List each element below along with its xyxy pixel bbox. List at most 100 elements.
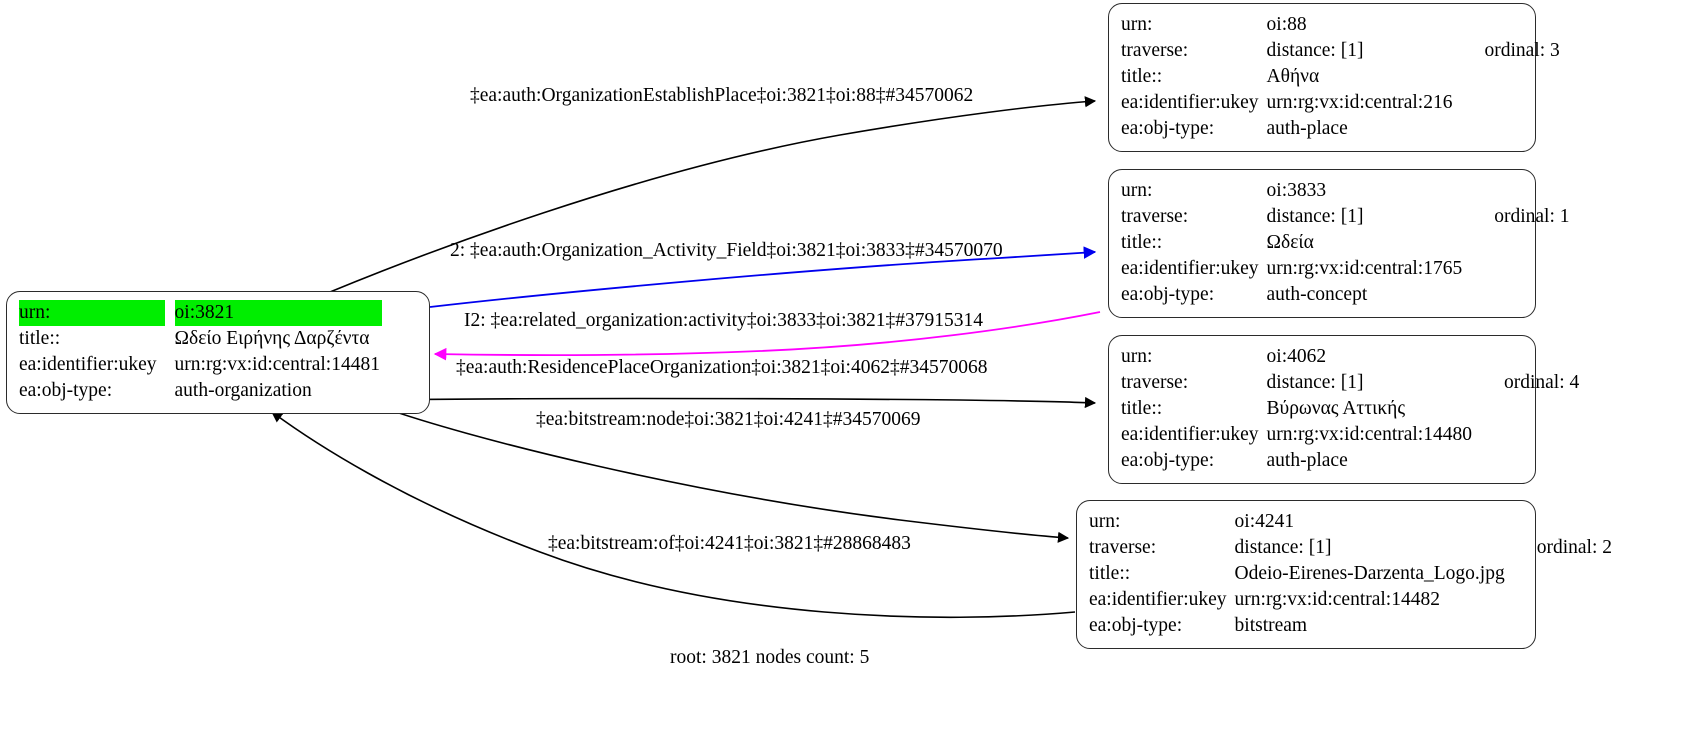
node-row: traverse: distance: [1] ordinal: 3: [1121, 38, 1560, 64]
node-oi-3833[interactable]: urn: oi:3833 traverse: distance: [1] ord…: [1108, 169, 1570, 318]
node-val-traverse: distance: [1]: [1266, 206, 1364, 227]
node-key-title: title::: [1089, 563, 1131, 584]
node-extra-objtype: [1474, 448, 1579, 474]
node-val-objtype: bitstream: [1234, 615, 1308, 636]
node-row: urn: oi:4062: [1121, 344, 1579, 370]
root-node-val-objtype: auth-organization: [174, 380, 312, 401]
node-row: ea:identifier:ukey urn:rg:vx:id:central:…: [1121, 422, 1579, 448]
node-row: urn: oi:88: [1121, 12, 1560, 38]
node-val-urn: oi:4062: [1266, 346, 1327, 367]
node-oi-4241-table: urn: oi:4241 traverse: distance: [1] ord…: [1089, 509, 1612, 639]
node-row: ea:obj-type: auth-place: [1121, 448, 1579, 474]
root-node-row-objtype: ea:obj-type: auth-organization: [19, 378, 382, 404]
root-node-spacer: [165, 326, 175, 352]
edge-label-residence-place-organization: ‡ea:auth:ResidencePlaceOrganization‡oi:3…: [456, 357, 988, 378]
node-oi-3833-table: urn: oi:3833 traverse: distance: [1] ord…: [1121, 178, 1570, 308]
root-node-table: urn: oi:3821 title:: Ωδείο Ειρήνης Δαρζέ…: [19, 300, 382, 404]
node-row: traverse: distance: [1] ordinal: 4: [1121, 370, 1579, 396]
root-node-row-urn: urn: oi:3821: [19, 300, 382, 326]
root-node-spacer: [165, 352, 175, 378]
node-val-objtype: auth-place: [1266, 118, 1348, 139]
node-val-title: Ωδεία: [1266, 232, 1314, 253]
root-node-key-title: title::: [19, 328, 61, 349]
edge-label-related-organization-activity: I2: ‡ea:related_organization:activity‡oi…: [464, 310, 983, 331]
node-extra-title: [1507, 561, 1612, 587]
node-row: title:: Αθήνα: [1121, 64, 1560, 90]
root-node-3821[interactable]: urn: oi:3821 title:: Ωδείο Ειρήνης Δαρζέ…: [6, 291, 430, 414]
edge-label-bitstream-node: ‡ea:bitstream:node‡oi:3821‡oi:4241‡#3457…: [536, 409, 921, 430]
node-val-urn: oi:88: [1266, 14, 1307, 35]
node-extra-ordinal: ordinal: 3: [1484, 40, 1560, 61]
node-oi-4062-table: urn: oi:4062 traverse: distance: [1] ord…: [1121, 344, 1579, 474]
node-val-title: Αθήνα: [1266, 66, 1320, 87]
node-extra-title: [1474, 396, 1579, 422]
node-row: title:: Odeio-Eirenes-Darzenta_Logo.jpg: [1089, 561, 1612, 587]
edge-path-bitstream-of: [271, 411, 1076, 619]
node-val-title: Βύρωνας Αττικής: [1266, 398, 1406, 419]
node-key-objtype: ea:obj-type:: [1121, 118, 1215, 139]
node-row: traverse: distance: [1] ordinal: 1: [1121, 204, 1570, 230]
node-extra-ukey: [1474, 422, 1579, 448]
node-key-title: title::: [1121, 232, 1163, 253]
node-extra-ordinal: ordinal: 2: [1536, 537, 1612, 558]
node-oi-88[interactable]: urn: oi:88 traverse: distance: [1] ordin…: [1108, 3, 1560, 152]
root-node-key-ukey: ea:identifier:ukey: [19, 354, 157, 375]
node-extra-urn: [1464, 178, 1569, 204]
root-node-val-ukey: urn:rg:vx:id:central:14481: [174, 354, 380, 375]
node-oi-4062[interactable]: urn: oi:4062 traverse: distance: [1] ord…: [1108, 335, 1579, 484]
node-extra-objtype: [1464, 282, 1569, 308]
node-oi-4241[interactable]: urn: oi:4241 traverse: distance: [1] ord…: [1076, 500, 1612, 649]
node-extra-title: [1454, 64, 1559, 90]
node-oi-88-table: urn: oi:88 traverse: distance: [1] ordin…: [1121, 12, 1560, 142]
node-row: urn: oi:3833: [1121, 178, 1570, 204]
root-node-val-title: Ωδείο Ειρήνης Δαρζέντα: [174, 328, 370, 349]
node-key-ukey: ea:identifier:ukey: [1121, 258, 1259, 279]
root-node-spacer: [164, 300, 175, 326]
edge-label-organization-establish-place: ‡ea:auth:OrganizationEstablishPlace‡oi:3…: [470, 85, 974, 106]
node-row: title:: Ωδεία: [1121, 230, 1570, 256]
root-node-key-urn: urn:: [19, 300, 165, 326]
node-val-objtype: auth-place: [1266, 450, 1348, 471]
node-row: ea:identifier:ukey urn:rg:vx:id:central:…: [1121, 90, 1560, 116]
edge-path-organization-establish-place: [329, 96, 1097, 293]
node-row: ea:obj-type: auth-concept: [1121, 282, 1570, 308]
root-node-row-ukey: ea:identifier:ukey urn:rg:vx:id:central:…: [19, 352, 382, 378]
node-extra-urn: [1474, 344, 1579, 370]
edge-path-residence-place-organization: [374, 396, 1097, 409]
node-extra-ordinal: ordinal: 1: [1494, 206, 1570, 227]
node-key-title: title::: [1121, 398, 1163, 419]
root-node-spacer: [165, 378, 175, 404]
node-row: traverse: distance: [1] ordinal: 2: [1089, 535, 1612, 561]
node-val-traverse: distance: [1]: [1234, 537, 1332, 558]
node-key-urn: urn:: [1089, 511, 1121, 532]
node-key-ukey: ea:identifier:ukey: [1121, 92, 1259, 113]
node-extra-urn: [1507, 509, 1612, 535]
node-row: ea:obj-type: bitstream: [1089, 613, 1612, 639]
node-val-title: Odeio-Eirenes-Darzenta_Logo.jpg: [1234, 563, 1505, 584]
edge-label-organization-activity-field: 2: ‡ea:auth:Organization_Activity_Field‡…: [450, 240, 1003, 261]
edge-label-bitstream-of: ‡ea:bitstream:of‡oi:4241‡oi:3821‡#288684…: [548, 533, 911, 554]
node-extra-objtype: [1507, 613, 1612, 639]
node-row: urn: oi:4241: [1089, 509, 1612, 535]
node-val-ukey: urn:rg:vx:id:central:14482: [1234, 589, 1440, 610]
node-val-urn: oi:3833: [1266, 180, 1327, 201]
node-row: ea:identifier:ukey urn:rg:vx:id:central:…: [1089, 587, 1612, 613]
node-row: title:: Βύρωνας Αττικής: [1121, 396, 1579, 422]
node-key-traverse: traverse:: [1089, 537, 1157, 558]
node-val-traverse: distance: [1]: [1266, 40, 1364, 61]
node-val-ukey: urn:rg:vx:id:central:1765: [1266, 258, 1463, 279]
node-val-ukey: urn:rg:vx:id:central:14480: [1266, 424, 1472, 445]
root-node-key-objtype: ea:obj-type:: [19, 380, 113, 401]
node-val-urn: oi:4241: [1234, 511, 1295, 532]
node-val-ukey: urn:rg:vx:id:central:216: [1266, 92, 1453, 113]
node-key-ukey: ea:identifier:ukey: [1089, 589, 1227, 610]
node-extra-objtype: [1454, 116, 1559, 142]
node-extra-urn: [1454, 12, 1559, 38]
node-key-objtype: ea:obj-type:: [1089, 615, 1183, 636]
node-key-urn: urn:: [1121, 180, 1153, 201]
node-row: ea:obj-type: auth-place: [1121, 116, 1560, 142]
node-extra-ukey: [1454, 90, 1559, 116]
node-key-title: title::: [1121, 66, 1163, 87]
node-val-objtype: auth-concept: [1266, 284, 1368, 305]
